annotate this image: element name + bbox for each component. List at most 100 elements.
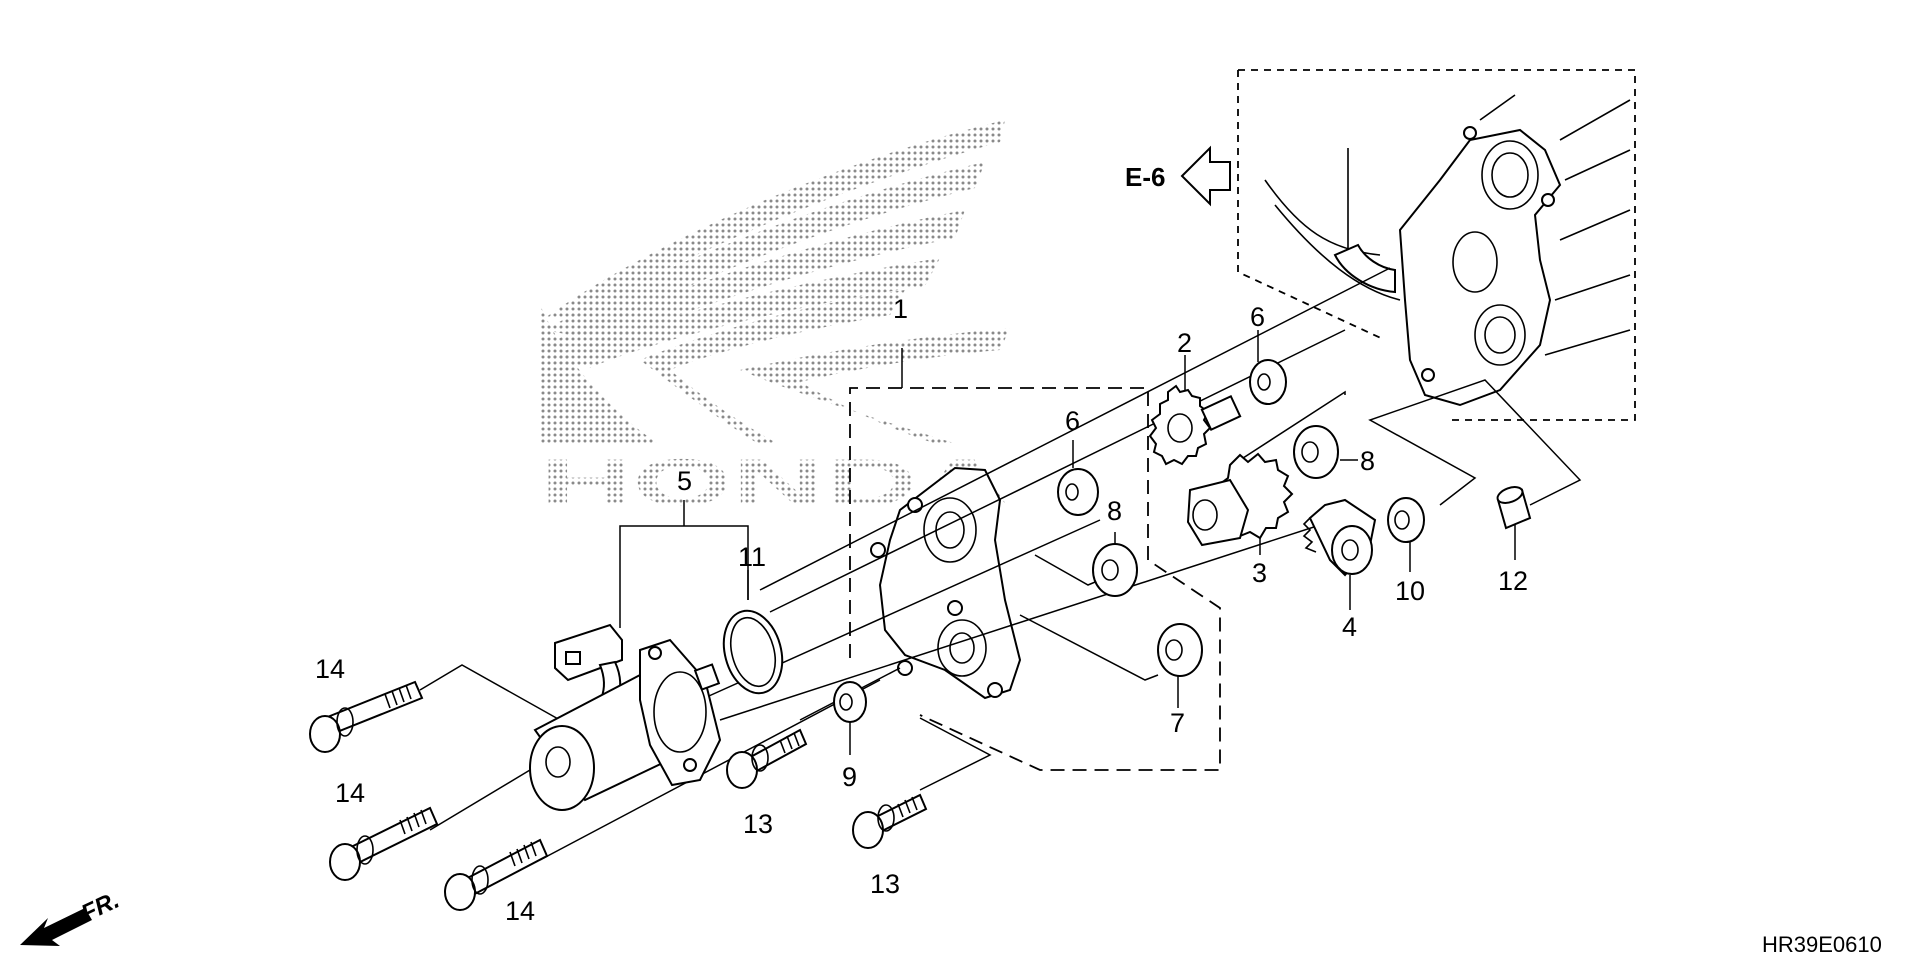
bolt-washer bbox=[751, 744, 769, 772]
callout-13-right: 13 bbox=[870, 869, 900, 899]
reference-label: E-6 bbox=[1125, 162, 1165, 192]
gear-cover-assembly bbox=[849, 387, 1221, 771]
bearing-bore bbox=[1165, 639, 1183, 661]
crankcase-dashed-boundary bbox=[1237, 69, 1636, 421]
callout-5: 5 bbox=[677, 466, 692, 496]
bolt-head bbox=[329, 843, 361, 881]
callout-12: 12 bbox=[1498, 566, 1528, 596]
motor-end-cap-center bbox=[545, 746, 571, 778]
bolt-washer bbox=[471, 865, 489, 895]
bearing-ring bbox=[1293, 425, 1339, 479]
leader-lines bbox=[419, 267, 1582, 861]
shift-arm bbox=[1302, 498, 1377, 577]
crankcase-cover-flange bbox=[1398, 128, 1562, 407]
crankcase-bore-upper-inner bbox=[1491, 152, 1529, 198]
axis-line-upper-2 bbox=[769, 329, 1346, 613]
motor-flange-face bbox=[653, 671, 707, 753]
front-arrow-icon bbox=[20, 908, 92, 946]
crankcase-bolt-hole-1 bbox=[1463, 126, 1477, 140]
reference-e6: E-6 bbox=[1125, 145, 1231, 207]
leader-13b bbox=[919, 717, 992, 791]
wing-body bbox=[540, 290, 1010, 445]
callout-3: 3 bbox=[1252, 558, 1267, 588]
gear-2 bbox=[1148, 384, 1242, 466]
o-ring-inner bbox=[729, 616, 777, 688]
motor-flange-hole-1 bbox=[648, 646, 662, 660]
gear-2-teeth bbox=[1148, 384, 1212, 466]
callout-14-lower: 14 bbox=[505, 896, 535, 926]
gear-cover-bolt-hole-3 bbox=[947, 600, 963, 616]
motor-flange-hole-2 bbox=[683, 758, 697, 772]
leader-14b bbox=[429, 769, 531, 831]
gear-3 bbox=[1186, 452, 1294, 547]
wing-feather-2 bbox=[545, 162, 985, 338]
gear-cover-bore-lower bbox=[937, 619, 987, 677]
front-direction-indicator: FR. bbox=[20, 887, 124, 946]
motor-connector bbox=[554, 623, 623, 682]
bearings bbox=[833, 359, 1425, 723]
bearing-9 bbox=[833, 681, 867, 723]
bolt-14-upper bbox=[309, 680, 424, 753]
crankcase-bolt-hole-2 bbox=[1541, 193, 1555, 207]
bolt-thread bbox=[384, 684, 412, 709]
gear-cover-bolt-hole-5 bbox=[987, 682, 1003, 698]
bolt-14-lower bbox=[444, 838, 549, 911]
shift-motor bbox=[529, 623, 722, 811]
motor-shaft bbox=[693, 663, 721, 691]
crankcase-bore-mid bbox=[1452, 231, 1498, 293]
leader-10-tie bbox=[1368, 379, 1582, 506]
bearing-6-upper bbox=[1249, 359, 1287, 405]
bearing-8-upper bbox=[1293, 425, 1339, 479]
bolt-13-right bbox=[852, 793, 928, 849]
bearing-8-lower bbox=[1092, 543, 1138, 597]
shift-arm-bore bbox=[1341, 539, 1359, 561]
crankcase-section bbox=[1237, 69, 1636, 421]
callout-labels: 1 2 3 4 5 6 6 7 8 8 9 10 11 12 13 13 14 … bbox=[315, 294, 1528, 926]
wing-feather-3 bbox=[545, 210, 965, 352]
gear-2-shaft bbox=[1200, 394, 1242, 432]
bolt-thread bbox=[897, 796, 918, 818]
bearing-bore bbox=[1065, 483, 1079, 501]
gear-3-hub bbox=[1192, 499, 1218, 531]
gear-2-hub bbox=[1167, 413, 1193, 443]
bearing-bore bbox=[1101, 559, 1119, 581]
bolt-head bbox=[309, 715, 341, 753]
bolt-14-middle bbox=[329, 806, 439, 881]
gear-cover-bore-upper bbox=[923, 497, 977, 563]
bolt-washer bbox=[877, 804, 895, 832]
bolt-head bbox=[444, 873, 476, 911]
bearing-bore bbox=[1394, 510, 1410, 530]
bearing-ring bbox=[1387, 497, 1425, 543]
callout-10: 10 bbox=[1395, 576, 1425, 606]
gear-cover-bore-lower-inner bbox=[949, 632, 975, 664]
crankcase-bore-upper bbox=[1481, 140, 1539, 210]
axis-line-lower bbox=[719, 524, 1321, 721]
bearing-ring bbox=[1249, 359, 1287, 405]
motor-end-cap bbox=[529, 725, 595, 811]
callout-9: 9 bbox=[842, 762, 857, 792]
bolt-thread bbox=[399, 809, 427, 835]
bolts bbox=[309, 680, 928, 911]
callout-1: 1 bbox=[893, 294, 908, 324]
callout-11: 11 bbox=[738, 542, 766, 572]
leader-5 bbox=[619, 525, 749, 628]
bearing-6-lower bbox=[1057, 468, 1099, 516]
bearing-7 bbox=[1157, 623, 1203, 677]
axis-line-shaft bbox=[1239, 390, 1346, 461]
gear-cover-bolt-hole-4 bbox=[897, 660, 913, 676]
bearing-10 bbox=[1387, 497, 1425, 543]
crankcase-bore-lower-inner bbox=[1484, 316, 1516, 354]
crankcase-pipe bbox=[1333, 243, 1396, 294]
callout-7: 7 bbox=[1170, 708, 1185, 738]
callout-14-upper: 14 bbox=[315, 654, 345, 684]
crankcase-bore-lower bbox=[1474, 304, 1526, 366]
bearing-bore bbox=[839, 693, 853, 711]
assembly-bracket-1 bbox=[849, 387, 1221, 771]
dowel-pin bbox=[1496, 486, 1532, 530]
callout-13-left: 13 bbox=[743, 809, 773, 839]
bearing-bore bbox=[1301, 441, 1319, 463]
callout-2: 2 bbox=[1177, 328, 1192, 358]
bolt-thread bbox=[779, 732, 800, 754]
gear-cover-bolt-hole-1 bbox=[907, 497, 923, 513]
